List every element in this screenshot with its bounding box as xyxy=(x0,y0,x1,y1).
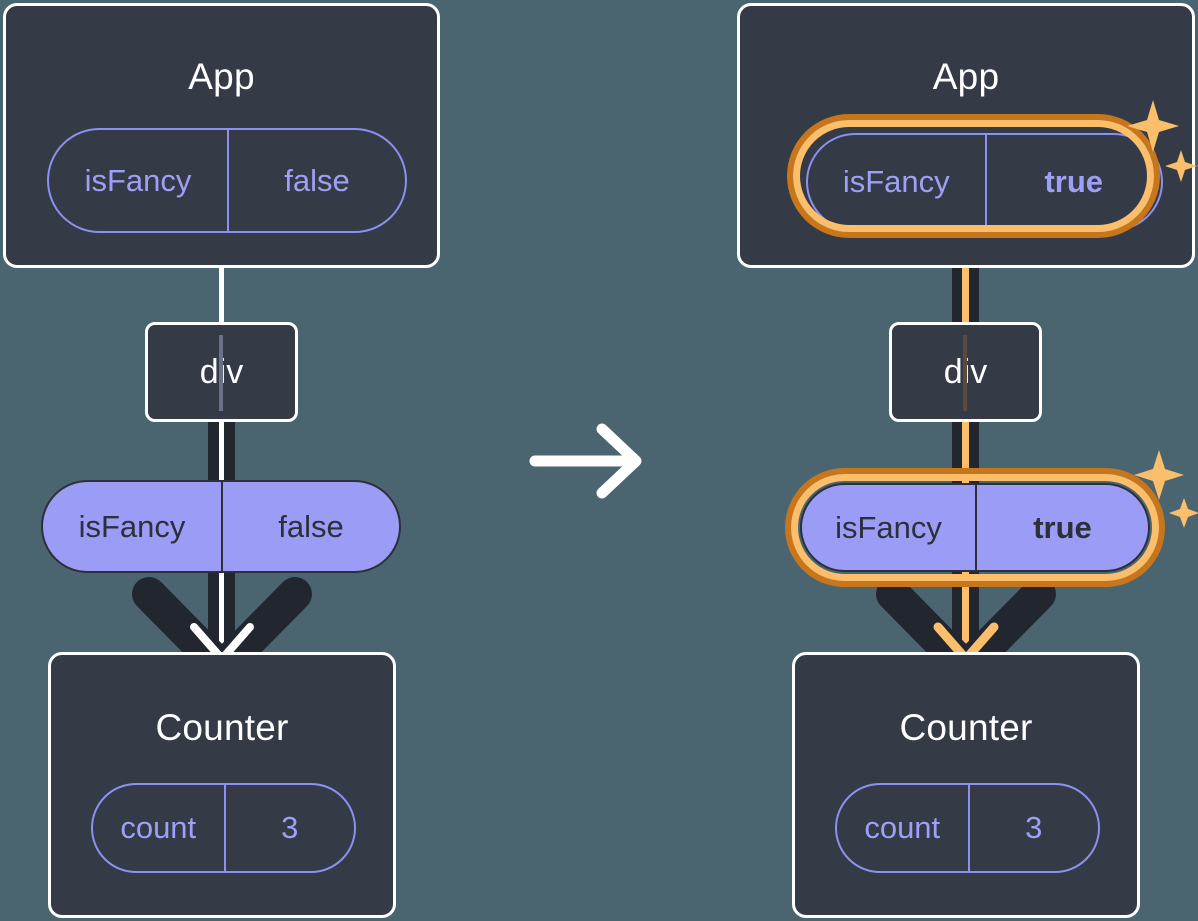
prop-pill-key-before: isFancy xyxy=(78,508,186,544)
connector-app-to-div-before xyxy=(219,265,224,323)
app-state-value-before: false xyxy=(227,130,405,231)
counter-title-before: Counter xyxy=(155,707,289,748)
app-title-after: App xyxy=(932,56,1000,97)
counter-panel-after[interactable]: Counter count 3 xyxy=(792,652,1140,918)
prop-pill-value-before: false xyxy=(221,482,399,571)
counter-panel-before[interactable]: Counter count 3 xyxy=(48,652,396,918)
div-internal-strand-after xyxy=(963,335,967,411)
prop-pill-value-after: true xyxy=(975,485,1148,570)
app-state-pill-after[interactable]: isFancy true xyxy=(806,133,1163,231)
connector-div-to-prop-before xyxy=(208,420,235,490)
app-panel-after[interactable]: App isFancy true xyxy=(737,3,1195,268)
sparkles-icon-mid xyxy=(1134,450,1198,528)
connector-div-to-prop-after xyxy=(952,420,979,490)
counter-state-value-after: 3 xyxy=(967,785,1099,871)
transition-arrow-right-icon xyxy=(529,423,642,499)
prop-pill-before[interactable]: isFancy false xyxy=(41,480,401,573)
div-internal-strand-before xyxy=(219,335,223,411)
counter-state-value-before: 3 xyxy=(223,785,355,871)
sparkles-icon-top xyxy=(1127,100,1197,182)
counter-state-pill-before[interactable]: count 3 xyxy=(91,783,356,873)
prop-pill-after[interactable]: isFancy true xyxy=(800,483,1150,572)
app-title-before: App xyxy=(188,56,255,97)
counter-state-pill-after[interactable]: count 3 xyxy=(835,783,1100,873)
counter-state-key-before: count xyxy=(120,810,197,845)
counter-title-after: Counter xyxy=(899,707,1033,748)
app-state-pill-before[interactable]: isFancy false xyxy=(47,128,407,233)
app-state-key-after: isFancy xyxy=(842,164,950,199)
app-state-key-before: isFancy xyxy=(84,162,192,198)
app-state-value-after: true xyxy=(984,135,1162,229)
prop-pill-key-after: isFancy xyxy=(835,509,942,545)
app-panel-before[interactable]: App isFancy false xyxy=(3,3,440,268)
counter-state-key-after: count xyxy=(864,810,941,845)
